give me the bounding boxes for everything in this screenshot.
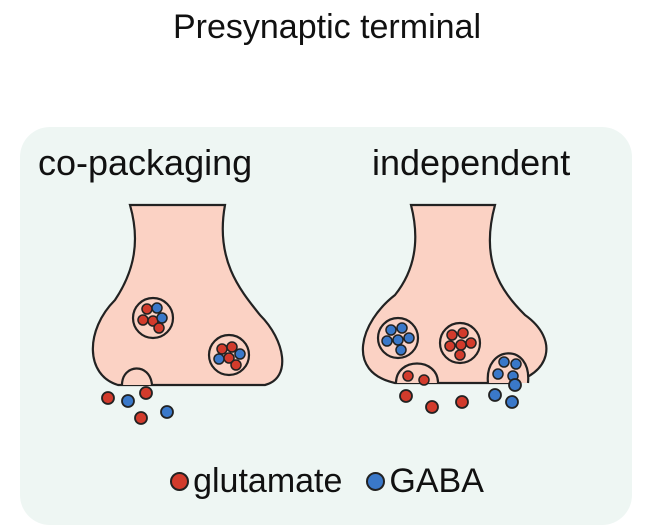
gaba-dot [508, 378, 522, 392]
legend-label-glutamate: glutamate [193, 462, 343, 500]
legend-label-gaba: GABA [389, 462, 484, 500]
glutamate-dot [223, 352, 235, 364]
glutamate-dot [101, 391, 115, 405]
right-released-transmitters [399, 378, 522, 414]
right-vesicle-gaba [376, 316, 420, 360]
left-fusing-vesicle [120, 367, 154, 386]
gaba-dot [510, 358, 522, 370]
gaba-dot [488, 388, 502, 402]
gaba-dot [396, 322, 408, 334]
gaba-dot [403, 332, 415, 344]
glutamate-dot [139, 386, 153, 400]
glutamate-dot [465, 337, 477, 349]
gaba-dot [395, 344, 407, 356]
left-vesicle-1 [131, 296, 175, 340]
left-terminal-body [91, 203, 284, 387]
legend: glutamate GABA [0, 462, 654, 501]
glutamate-dot [457, 327, 469, 339]
independent-label: independent [372, 142, 571, 183]
glutamate-dot [455, 395, 469, 409]
glutamate-dot [454, 349, 466, 361]
gaba-dot [156, 312, 168, 324]
gaba-dot [381, 335, 393, 347]
co-packaging-label: co-packaging [38, 142, 253, 183]
right-terminal [361, 203, 548, 414]
glutamate-dot [153, 322, 165, 334]
glutamate-dot [399, 389, 413, 403]
gaba-dot [121, 394, 135, 408]
glutamate-dot [418, 374, 430, 386]
gaba-dot [160, 405, 174, 419]
left-terminal [91, 203, 284, 425]
legend-item-gaba: GABA [366, 462, 484, 501]
glutamate-dot [446, 329, 458, 341]
glutamate-dot [230, 359, 242, 371]
glutamate-dot [137, 314, 149, 326]
gaba-dot [505, 395, 519, 409]
glutamate-dot [141, 303, 153, 315]
gaba-dot [492, 368, 504, 380]
glutamate-swatch-icon [170, 472, 190, 491]
left-released-transmitters [101, 386, 174, 425]
gaba-dot [385, 324, 397, 336]
gaba-dot [213, 353, 225, 365]
gaba-dot [151, 302, 163, 314]
glutamate-dot [226, 341, 238, 353]
gaba-dot [392, 334, 404, 346]
glutamate-dot [455, 339, 467, 351]
left-vesicle-2 [207, 333, 251, 377]
gaba-swatch-icon [366, 472, 386, 491]
gaba-dot [498, 356, 510, 368]
diagram-title: Presynaptic terminal [172, 8, 481, 46]
legend-item-glutamate: glutamate [170, 462, 342, 501]
gaba-dot [234, 348, 246, 360]
glutamate-dot [134, 411, 148, 425]
right-vesicle-glutamate [438, 321, 482, 365]
glutamate-dot [444, 340, 456, 352]
glutamate-dot [402, 370, 414, 382]
glutamate-dot [216, 343, 228, 355]
glutamate-dot [425, 400, 439, 414]
